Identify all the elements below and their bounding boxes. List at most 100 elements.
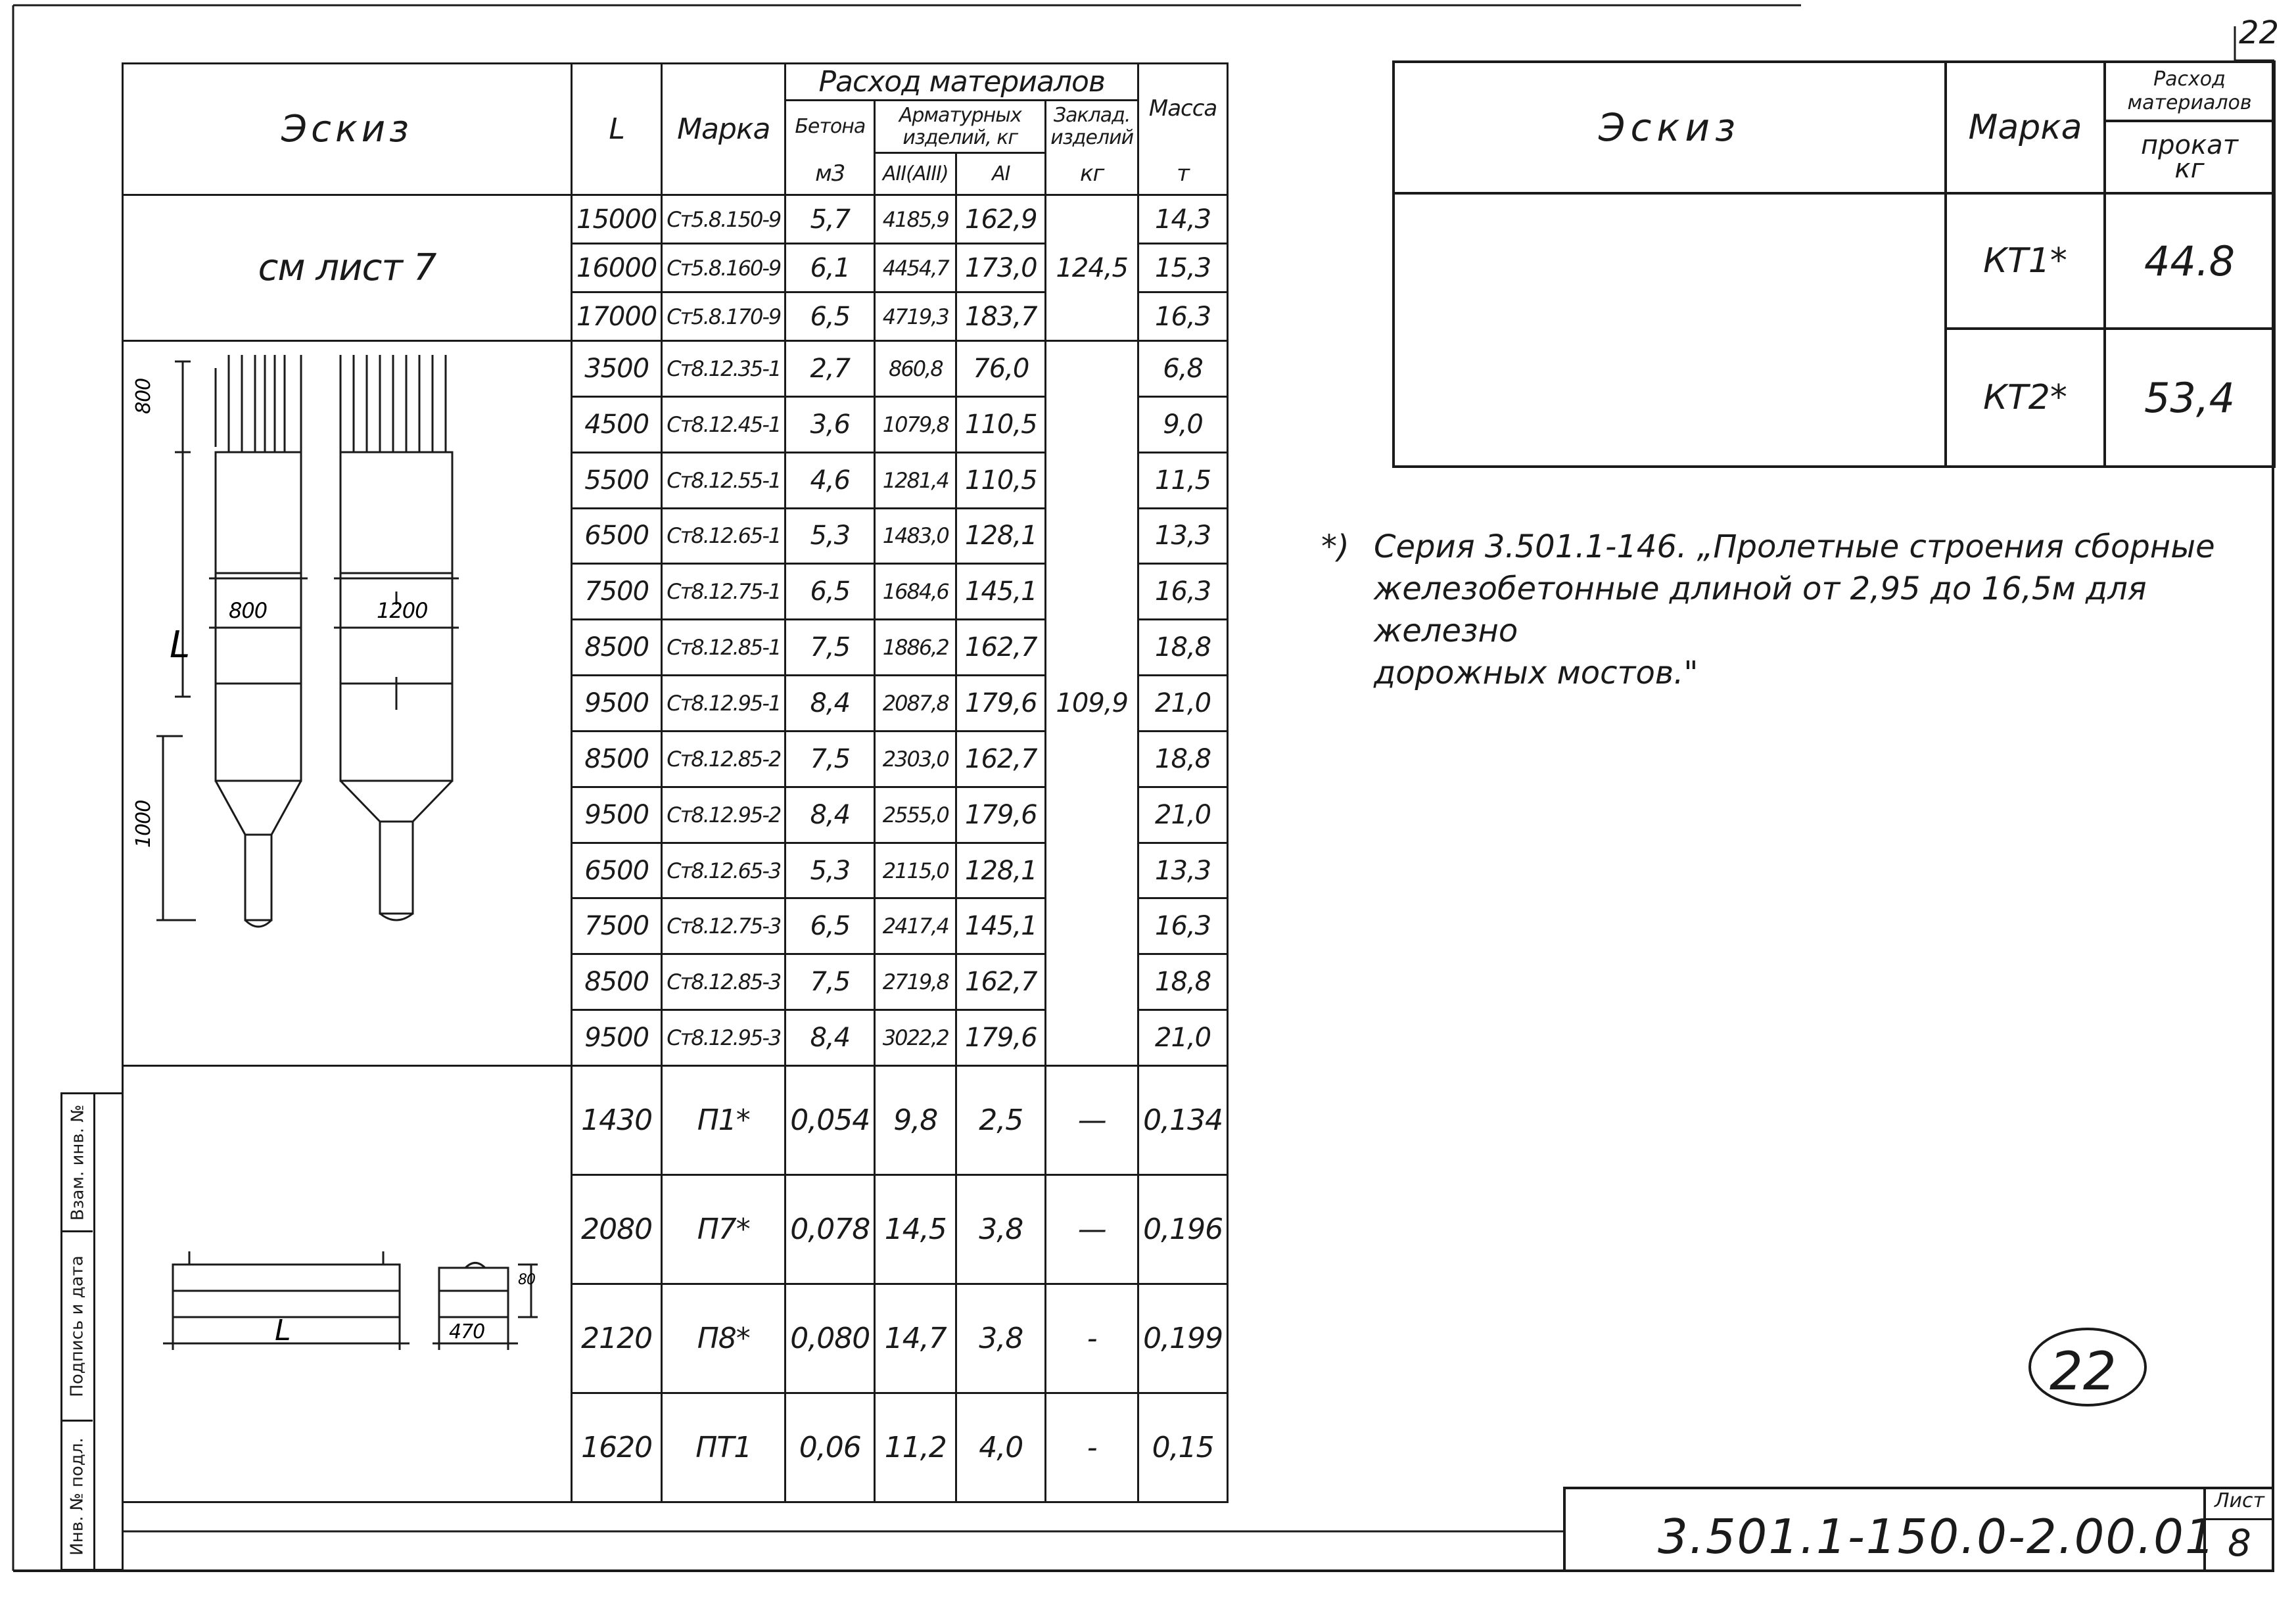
g1-massa: 14,3 [1137,194,1229,244]
sketch-see-sheet: см лист 7 [122,194,573,342]
g2-a1: 179,6 [955,1009,1047,1067]
g2-massa: 9,0 [1137,395,1229,453]
g2-marka: Ст8.12.95-1 [661,674,787,732]
right-prokat-unit: кг [2174,154,2205,184]
g2-marka: Ст8.12.95-3 [661,1009,787,1067]
g2-a2: 860,8 [874,340,958,398]
footnote: *) Серия 3.501.1-146. „Пролетные строени… [1321,526,2281,694]
g2-massa: 18,8 [1137,618,1229,677]
g3-zaklad: - [1044,1283,1140,1394]
g3-beton: 0,080 [784,1283,876,1394]
sheet-label: Лист [2206,1489,2273,1520]
stamp-inv-text: Инв. № подл. [68,1437,87,1556]
g2-massa: 21,0 [1137,785,1229,844]
right-header-marka: Марка [1944,60,2106,195]
g1-marka: Ст5.8.150-9 [661,194,787,244]
header-betona: Бетона [784,99,876,153]
g2-l: 8500 [570,730,663,788]
g1-l: 17000 [570,291,663,342]
g2-marka: Ст8.12.95-2 [661,785,787,844]
footnote-line: железобетонные длиной от 2,95 до 16,5м д… [1374,570,2147,649]
g2-l: 6500 [570,507,663,565]
g2-l: 3500 [570,340,663,398]
g1-a2: 4185,9 [874,194,958,244]
header-rashod: Расход материалов [784,62,1140,101]
g1-l: 15000 [570,194,663,244]
g2-marka: Ст8.12.65-1 [661,507,787,565]
g3-a1: 2,5 [955,1065,1047,1176]
dim-w2: 1200 [377,598,427,623]
page-number-circle [2028,1328,2147,1406]
g3-massa: 0,199 [1137,1283,1229,1394]
g3-a2: 14,7 [874,1283,958,1394]
g1-beton: 5,7 [784,194,876,244]
g3-beton: 0,06 [784,1392,876,1503]
g1-beton: 6,5 [784,291,876,342]
g2-l: 5500 [570,451,663,509]
dim-w1: 800 [229,598,267,623]
g2-a1: 128,1 [955,841,1047,900]
g3-marka: П1* [661,1065,787,1176]
g2-marka: Ст8.12.65-3 [661,841,787,900]
g3-l: 1430 [570,1065,663,1176]
right-row-marka: КТ1* [1944,192,2106,330]
g2-l: 9500 [570,1009,663,1067]
g3-a2: 14,5 [874,1174,958,1285]
g2-a1: 128,1 [955,507,1047,565]
g2-beton: 5,3 [784,507,876,565]
header-zaklad: Заклад. изделий [1044,99,1140,153]
g2-massa: 13,3 [1137,507,1229,565]
right-header-prokat: прокат кг [2103,120,2276,195]
g2-massa: 11,5 [1137,451,1229,509]
g2-marka: Ст8.12.85-3 [661,953,787,1011]
g2-beton: 4,6 [784,451,876,509]
slab-dim-l: L [275,1314,291,1347]
header-zaklad-unit: кг [1044,152,1140,196]
g2-a2: 1281,4 [874,451,958,509]
header-massa: Масса [1137,62,1229,153]
g3-beton: 0,054 [784,1065,876,1176]
g2-l: 9500 [570,674,663,732]
g2-a2: 1483,0 [874,507,958,565]
right-row-marka: КТ2* [1944,327,2106,468]
g2-a2: 2719,8 [874,953,958,1011]
g2-massa: 21,0 [1137,1009,1229,1067]
g3-l: 1620 [570,1392,663,1503]
g1-marka: Ст5.8.160-9 [661,243,787,293]
footnote-mark: *) [1321,528,1349,565]
g2-a2: 1079,8 [874,395,958,453]
title-block: 3.501.1-150.0-2.00.01 [1563,1487,2273,1572]
g2-massa: 6,8 [1137,340,1229,398]
g2-a1: 145,1 [955,563,1047,621]
g2-a1: 179,6 [955,674,1047,732]
footnote-line: Серия 3.501.1-146. „Пролетные строения с… [1374,528,2215,565]
g1-massa: 16,3 [1137,291,1229,342]
g2-a2: 2115,0 [874,841,958,900]
g2-marka: Ст8.12.55-1 [661,451,787,509]
g2-a2: 2303,0 [874,730,958,788]
see-sheet-text: см лист 7 [258,246,437,289]
header-eskiz: Эскиз [122,62,573,196]
sketch-slab: L 470 80 [122,1065,573,1503]
document-code: 3.501.1-150.0-2.00.01 [1658,1509,2216,1564]
g2-a1: 162,7 [955,730,1047,788]
g2-marka: Ст8.12.75-3 [661,897,787,956]
g3-massa: 0,15 [1137,1392,1229,1503]
g2-beton: 8,4 [784,1009,876,1067]
right-row-value: 53,4 [2103,327,2276,468]
g3-a1: 3,8 [955,1174,1047,1285]
g2-zaklad: 109,9 [1044,340,1140,1067]
header-marka: Марка [661,62,787,196]
g3-a2: 9,8 [874,1065,958,1176]
g1-zaklad: 124,5 [1044,194,1140,342]
g2-marka: Ст8.12.85-1 [661,618,787,677]
stamp-podpis-text: Подпись и дата [68,1255,87,1397]
g2-massa: 16,3 [1137,563,1229,621]
sheet-number: 8 [2228,1522,2251,1565]
materials-table: Эскиз L Марка Расход материалов Масса Бе… [122,62,1229,1503]
g1-a2: 4719,3 [874,291,958,342]
g2-beton: 7,5 [784,618,876,677]
g2-beton: 7,5 [784,953,876,1011]
g2-a1: 179,6 [955,785,1047,844]
page-number: 22 [2050,1341,2117,1402]
